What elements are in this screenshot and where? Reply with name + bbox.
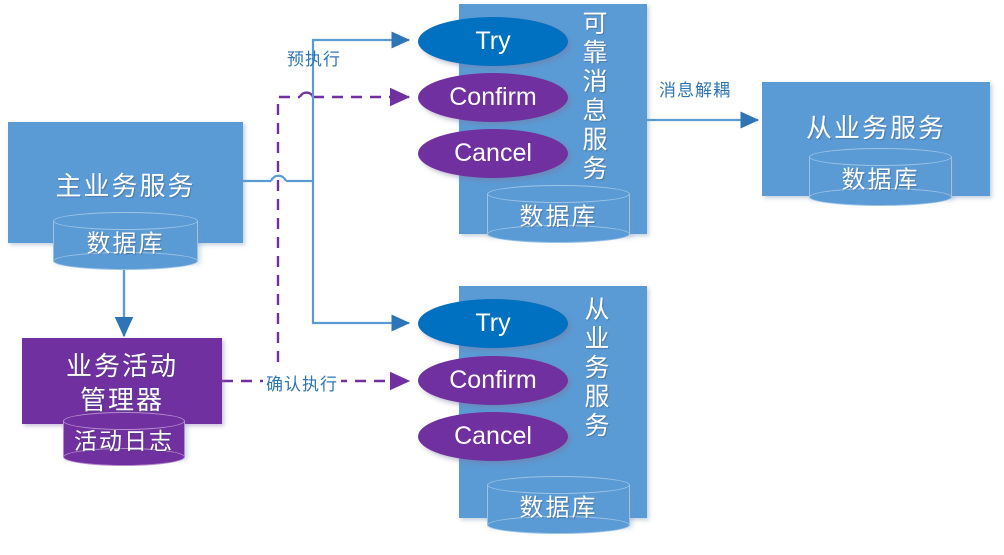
cylinder-top — [63, 412, 185, 430]
cylinder-bottom — [487, 516, 630, 534]
action-label: Cancel — [454, 139, 532, 167]
edge-confirm-execute-top — [276, 87, 411, 381]
sub-service-tcc-confirm-action[interactable]: Confirm — [418, 356, 568, 405]
cylinder-bottom — [53, 252, 198, 270]
sub-service-right-database-label: 数据库 — [841, 166, 920, 194]
action-label: Try — [475, 309, 511, 337]
cylinder-top — [487, 185, 630, 203]
node-activity-manager[interactable]: 业务活动 管理器 — [22, 338, 222, 424]
activity-manager-log-label: 活动日志 — [74, 428, 174, 454]
main-service-database[interactable]: 数据库 — [53, 212, 198, 270]
cylinder-bottom — [809, 188, 952, 206]
edge-label-confirm-execute: 确认执行 — [263, 370, 341, 395]
reliable-message-service-cancel-action[interactable]: Cancel — [418, 129, 568, 178]
sub-service-tcc-database-label: 数据库 — [519, 494, 598, 522]
action-label: Confirm — [449, 83, 537, 111]
cylinder-top — [53, 212, 198, 230]
action-label: Cancel — [454, 422, 532, 450]
edge-pre-execute — [243, 31, 411, 332]
reliable-message-service-database[interactable]: 数据库 — [487, 185, 630, 243]
edge-label-message-decouple: 消息解耦 — [659, 81, 731, 100]
edge-label-pre-execute: 预执行 — [287, 50, 341, 69]
action-label: Try — [475, 27, 511, 55]
main-service-label: 主业务服务 — [55, 171, 196, 201]
sub-service-tcc-database[interactable]: 数据库 — [487, 476, 630, 534]
reliable-message-service-label: 可靠消息服务 — [579, 10, 607, 184]
reliable-message-service-confirm-action[interactable]: Confirm — [418, 73, 568, 122]
cylinder-top — [487, 476, 630, 494]
sub-service-right-label: 从业务服务 — [805, 113, 946, 143]
activity-manager-label-line1: 业务活动 — [65, 351, 178, 381]
sub-service-tcc-label: 从业务服务 — [581, 296, 609, 441]
node-main-service[interactable]: 主业务服务 — [8, 122, 243, 243]
cylinder-top — [809, 148, 952, 166]
main-service-database-label: 数据库 — [86, 230, 165, 258]
cylinder-bottom — [63, 448, 185, 466]
cylinder-bottom — [487, 225, 630, 243]
sub-service-tcc-cancel-action[interactable]: Cancel — [418, 412, 568, 461]
activity-manager-label-line2: 管理器 — [79, 385, 164, 415]
reliable-message-service-database-label: 数据库 — [519, 203, 598, 231]
activity-manager-log[interactable]: 活动日志 — [63, 412, 185, 466]
action-label: Confirm — [449, 366, 537, 394]
sub-service-right-database[interactable]: 数据库 — [809, 148, 952, 206]
sub-service-tcc-try-action[interactable]: Try — [418, 299, 568, 348]
reliable-message-service-try-action[interactable]: Try — [418, 17, 568, 66]
